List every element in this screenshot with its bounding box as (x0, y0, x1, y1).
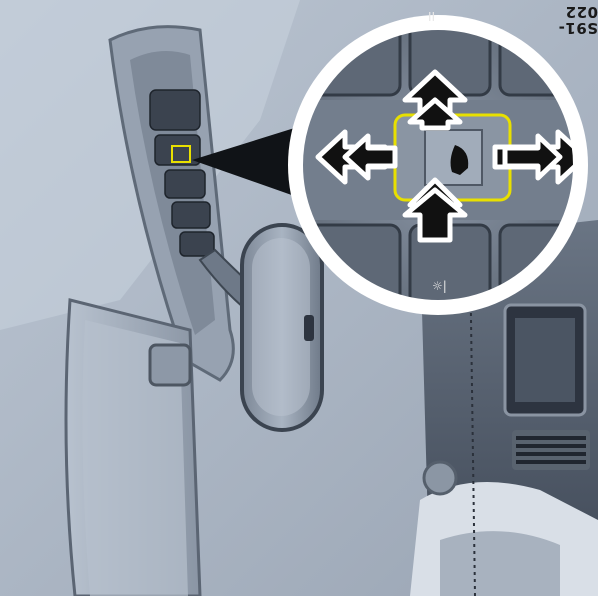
lens-label-bottom: ☼| (432, 279, 447, 293)
air-vent (512, 430, 590, 470)
icon-label-top: II (428, 10, 435, 22)
figure-code: S91-022 (526, 4, 598, 36)
visor-clip (150, 345, 190, 385)
